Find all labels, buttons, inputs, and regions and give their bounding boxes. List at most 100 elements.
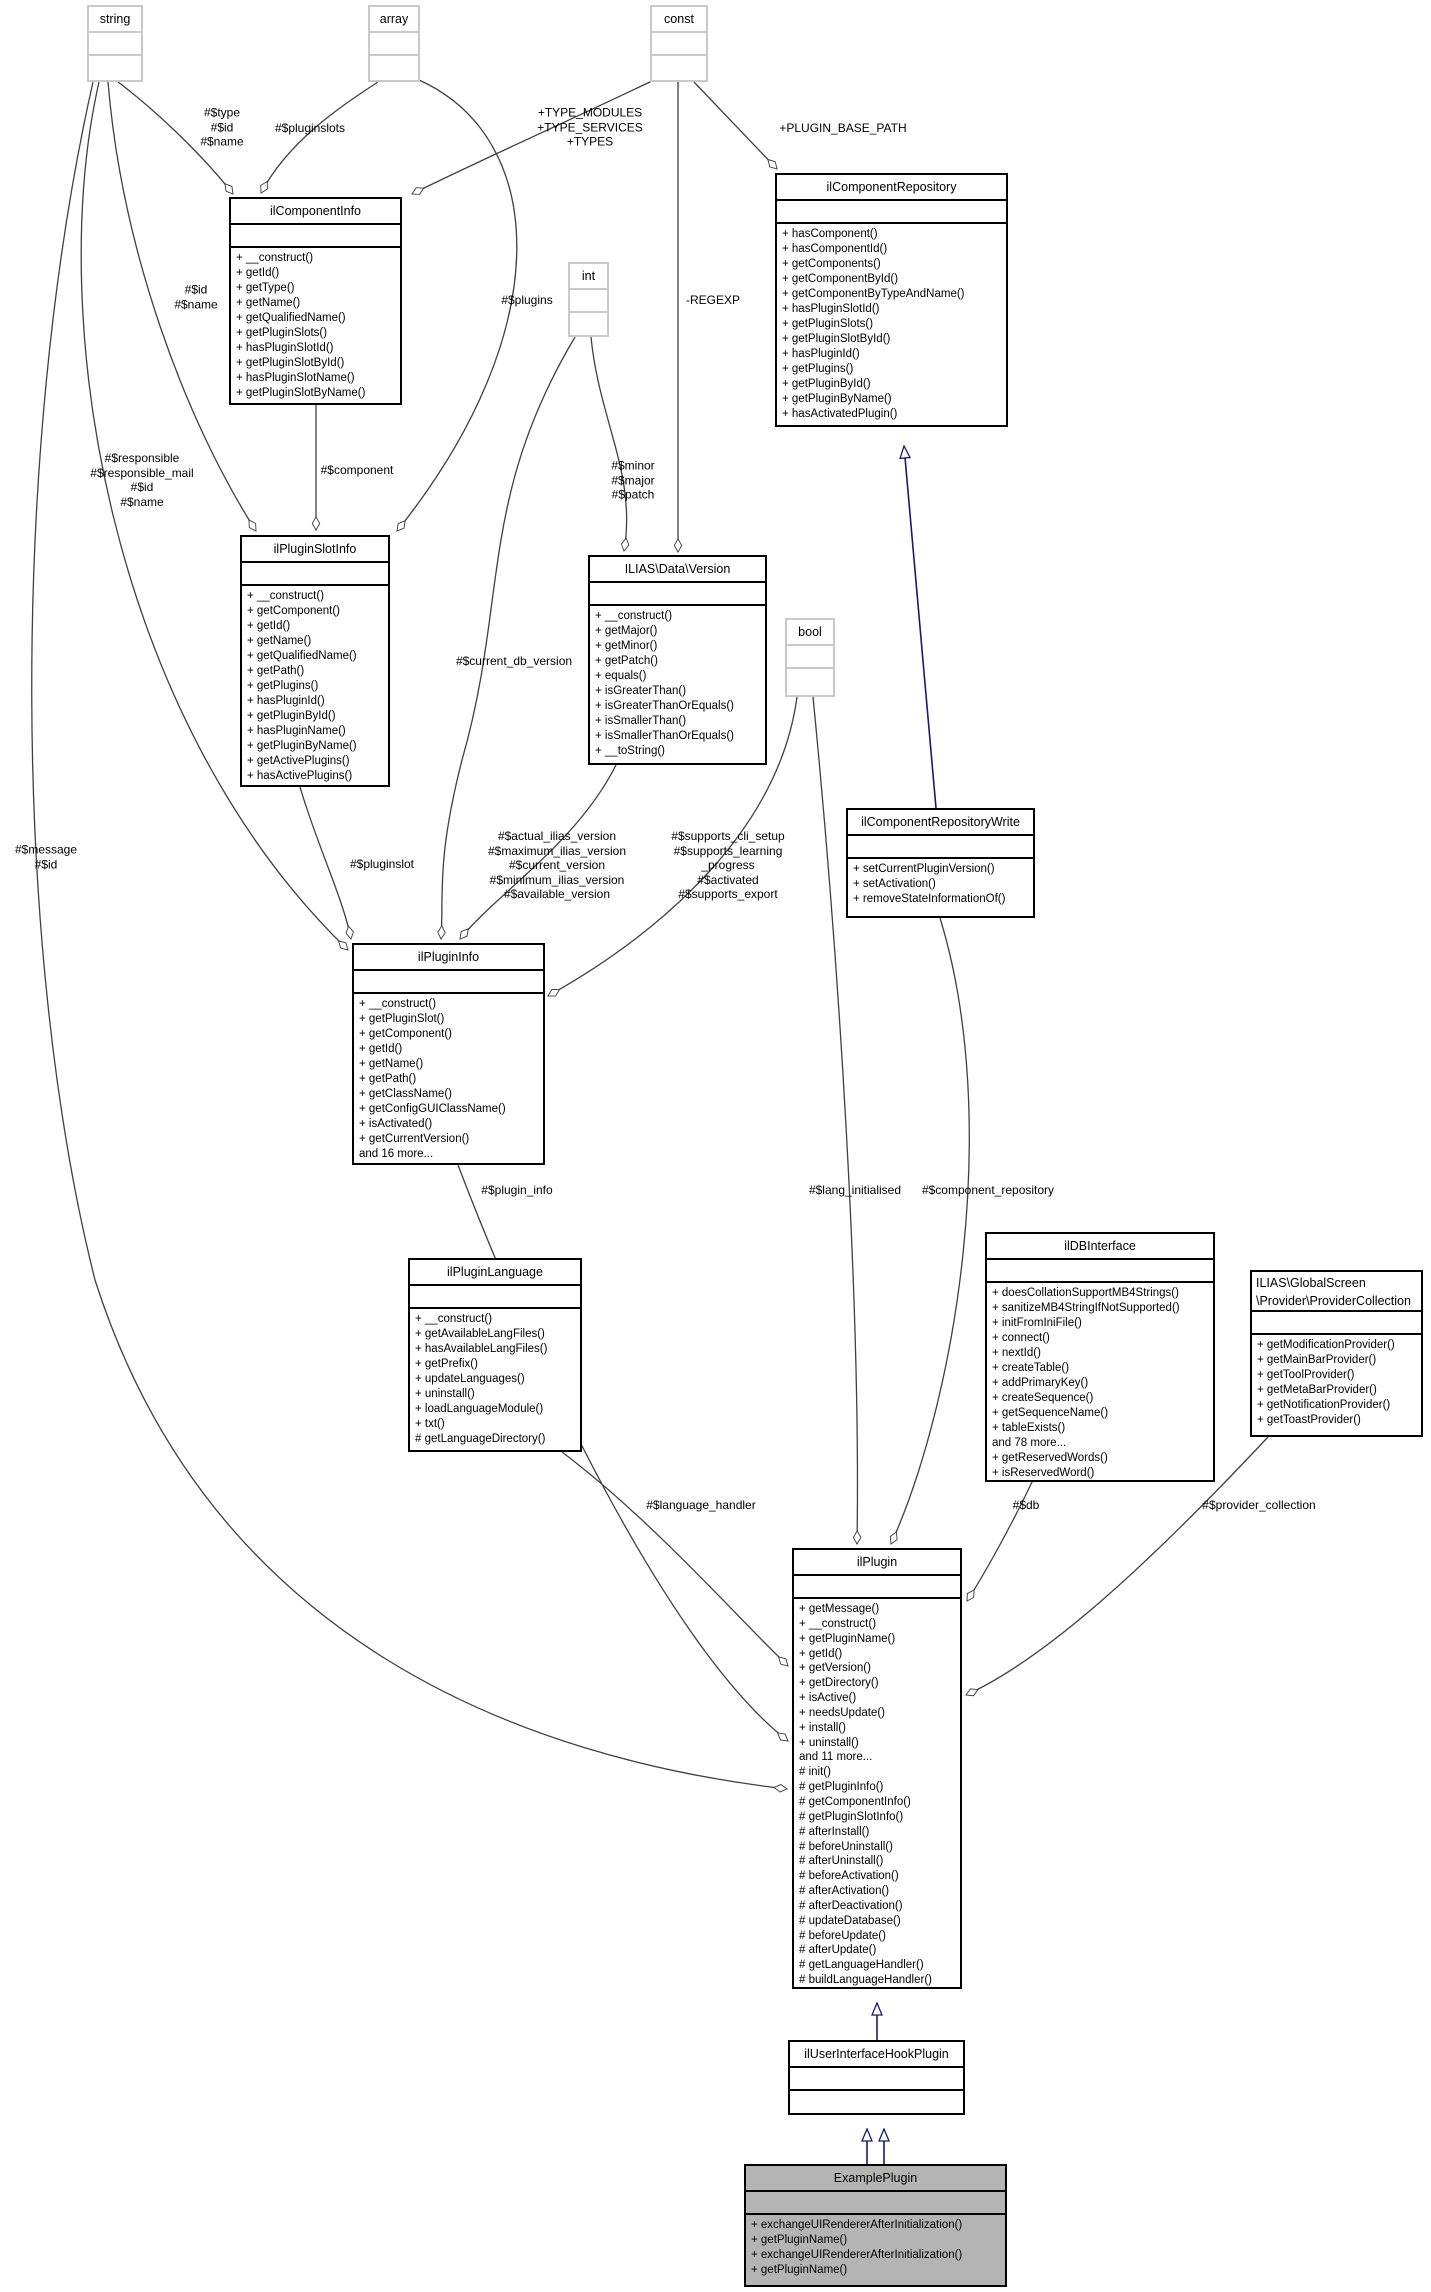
method-line: + getName()	[236, 297, 301, 309]
method-line: # beforeUninstall()	[799, 1840, 893, 1853]
class-title: ilComponentInfo	[231, 199, 400, 225]
class-methods: + getMessage()+ __construct()+ getPlugin…	[794, 1599, 960, 1990]
method-line: + getPluginName()	[799, 1632, 896, 1645]
method-line: + getQualifiedName()	[247, 650, 357, 662]
method-line: and 11 more...	[799, 1751, 873, 1764]
class-title: ilUserInterfaceHookPlugin	[790, 2042, 963, 2068]
class-title: string	[89, 7, 141, 33]
method-line: + getToastProvider()	[1257, 1414, 1361, 1426]
class-attributes-empty	[410, 1286, 580, 1309]
class-attributes-empty	[590, 583, 765, 606]
class-node-const[interactable]: const	[650, 5, 708, 82]
class-attributes-empty	[794, 1576, 960, 1599]
class-attributes-empty	[787, 646, 833, 669]
method-line: + getPrefix()	[415, 1358, 478, 1370]
class-node-ilpluginslotinfo[interactable]: ilPluginSlotInfo + __construct()+ getCom…	[240, 535, 390, 787]
class-methods-empty	[89, 56, 141, 79]
class-node-int[interactable]: int	[568, 262, 609, 337]
method-line: + getDirectory()	[799, 1677, 879, 1690]
edge-label-minor-major-patch: #$minor #$major #$patch	[611, 458, 655, 502]
edge-label-pluginslots: #$pluginslots	[274, 120, 346, 135]
class-node-ilcomponentrepository[interactable]: ilComponentRepository + hasComponent()+ …	[775, 173, 1008, 427]
class-attributes-empty	[848, 836, 1033, 859]
inheritance-write-repository	[904, 446, 937, 809]
class-attributes-empty	[370, 33, 418, 56]
class-methods: + setCurrentPluginVersion()+ setActivati…	[848, 859, 1033, 909]
method-line: + getConfigGUIClassName()	[359, 1103, 506, 1115]
class-node-providercollection[interactable]: ILIAS\GlobalScreen \Provider\ProviderCol…	[1250, 1270, 1423, 1437]
class-attributes-empty	[746, 2192, 1005, 2215]
edge-label-db: #$db	[1012, 1497, 1040, 1512]
method-line: + hasPluginId()	[782, 348, 860, 360]
class-methods-empty	[370, 56, 418, 79]
method-line: + getVersion()	[799, 1662, 871, 1675]
method-line: + doesCollationSupportMB4Strings()	[992, 1287, 1179, 1299]
edge-version-plugininfo	[459, 764, 617, 940]
class-node-ilcomponentinfo[interactable]: ilComponentInfo + __construct()+ getId()…	[229, 197, 402, 405]
method-line: + getComponentByTypeAndName()	[782, 288, 965, 300]
edge-label-language-handler: #$language_handler	[646, 1497, 756, 1512]
class-node-bool[interactable]: bool	[785, 618, 835, 697]
class-methods-empty	[790, 2091, 963, 2114]
edge-string-pluginslotinfo	[107, 81, 257, 532]
class-node-ilplugininfo[interactable]: ilPluginInfo + __construct()+ getPluginS…	[352, 943, 545, 1165]
class-node-exampleplugin[interactable]: ExamplePlugin + exchangeUIRendererAfterI…	[744, 2164, 1007, 2287]
edge-label-message-id: #$message #$id	[14, 842, 78, 872]
class-attributes-empty	[1252, 1312, 1421, 1335]
edge-label-id-name: #$id #$name	[174, 282, 218, 312]
class-title: ilPluginInfo	[354, 945, 543, 971]
class-methods-empty	[787, 669, 833, 692]
class-node-array[interactable]: array	[368, 5, 420, 82]
method-line: # getLanguageHandler()	[799, 1959, 924, 1972]
class-attributes-empty	[89, 33, 141, 56]
class-methods: + doesCollationSupportMB4Strings()+ sani…	[987, 1283, 1213, 1483]
edge-bool-plugin	[812, 696, 862, 1545]
edge-label-regexp: -REGEXP	[685, 292, 741, 307]
class-title: array	[370, 7, 418, 33]
method-line: + uninstall()	[799, 1736, 859, 1749]
method-line: + getQualifiedName()	[236, 312, 346, 324]
method-line: + isActive()	[799, 1692, 857, 1705]
class-node-ilpluginlanguage[interactable]: ilPluginLanguage + __construct()+ getAva…	[408, 1258, 582, 1452]
edge-label-plugin-base-path: +PLUGIN_BASE_PATH	[779, 120, 907, 135]
class-node-ilplugin[interactable]: ilPlugin + getMessage()+ __construct()+ …	[792, 1548, 962, 1989]
edge-string-plugin	[31, 81, 788, 1793]
method-line: # getPluginSlotInfo()	[799, 1810, 904, 1823]
class-methods: + __construct()+ getComponent()+ getId()…	[242, 586, 388, 786]
class-node-ildbinterface[interactable]: ilDBInterface + doesCollationSupportMB4S…	[985, 1232, 1215, 1482]
method-line: and 16 more...	[359, 1148, 434, 1160]
method-line: + getPlugins()	[247, 680, 319, 692]
class-methods: + hasComponent()+ hasComponentId()+ getC…	[777, 224, 1006, 424]
class-attributes-empty	[570, 290, 607, 313]
method-line: + getSequenceName()	[992, 1407, 1109, 1419]
method-line: # beforeActivation()	[799, 1870, 899, 1883]
method-line: # afterActivation()	[799, 1885, 890, 1898]
method-line: + install()	[799, 1721, 846, 1734]
method-line: + __construct()	[595, 610, 673, 622]
method-line: + getId()	[359, 1043, 403, 1055]
method-line: + __toString()	[595, 745, 665, 757]
edge-string-plugininfo	[80, 81, 349, 951]
method-line: + getMainBarProvider()	[1257, 1354, 1377, 1366]
edge-label-supports: #$supports_cli_setup #$supports_learning…	[671, 828, 785, 901]
class-attributes-empty	[242, 563, 388, 586]
class-title: int	[570, 264, 607, 290]
class-node-string[interactable]: string	[87, 5, 143, 82]
method-line: + isGreaterThanOrEquals()	[595, 700, 735, 712]
method-line: + hasComponentId()	[782, 243, 888, 255]
method-line: + getNotificationProvider()	[1257, 1399, 1391, 1411]
edge-plugininfo-plugin	[457, 1164, 789, 1742]
method-line: # getLanguageDirectory()	[415, 1433, 546, 1445]
method-line: + getPluginByName()	[782, 393, 892, 405]
class-node-ilcomponentrepositorywrite[interactable]: ilComponentRepositoryWrite + setCurrentP…	[846, 808, 1035, 918]
edge-label-types: +TYPE_MODULES +TYPE_SERVICES +TYPES	[537, 105, 643, 149]
class-title: const	[652, 7, 706, 33]
class-methods: + __construct()+ getAvailableLangFiles()…	[410, 1309, 580, 1449]
method-line: + loadLanguageModule()	[415, 1403, 544, 1415]
method-line: + getPluginName()	[751, 2264, 848, 2276]
method-line: + initFromIniFile()	[992, 1317, 1082, 1329]
class-title: ilComponentRepository	[777, 175, 1006, 201]
class-node-ilias-data-version[interactable]: ILIAS\Data\Version + __construct()+ getM…	[588, 555, 767, 765]
class-node-iluserinterfacehookplugin[interactable]: ilUserInterfaceHookPlugin	[788, 2040, 965, 2115]
